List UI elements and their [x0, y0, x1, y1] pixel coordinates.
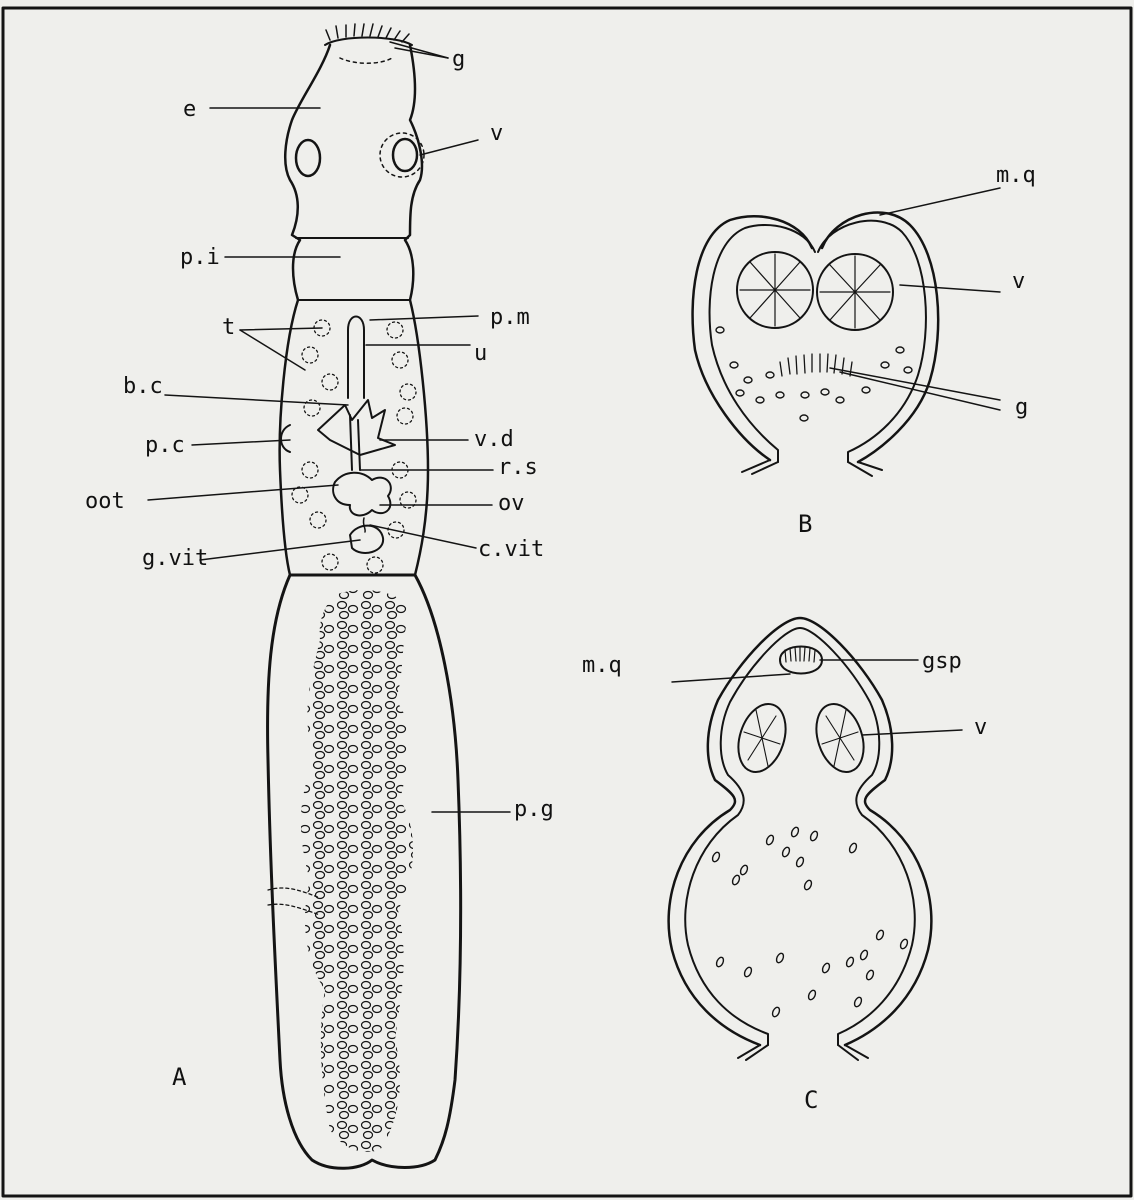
label-gvit: g.vit	[142, 546, 208, 571]
label-cvit: c.vit	[478, 537, 544, 562]
leader-g-2	[395, 48, 448, 58]
figure-a-worm	[268, 24, 461, 1168]
panel-letter-a: A	[172, 1063, 187, 1091]
leader-c-v	[862, 730, 962, 735]
egg-mass	[301, 590, 413, 1152]
leader-b-g-1	[830, 368, 1000, 400]
leader-oot	[148, 485, 338, 500]
figure-c-tips	[738, 1045, 868, 1060]
label-t: t	[222, 315, 235, 340]
figure-c-eggs	[711, 826, 909, 1018]
leader-t-1	[240, 328, 322, 330]
testes-follicles	[292, 320, 416, 573]
label-pc: p.c	[145, 433, 185, 458]
leader-pm	[370, 316, 478, 320]
label-pi: p.i	[180, 245, 220, 270]
figure-b-sucker-striations	[740, 254, 890, 328]
label-u: u	[474, 341, 487, 366]
plate-border	[3, 8, 1131, 1196]
panel-letter-b: B	[798, 510, 812, 538]
label-ov: ov	[498, 491, 525, 516]
figure-c-sucker-striations	[744, 710, 858, 766]
label-pm: p.m	[490, 305, 530, 330]
figure-b-inner-wall	[710, 221, 926, 462]
genital-duct	[350, 415, 360, 470]
leader-t-2	[240, 330, 305, 370]
sucker-right	[393, 139, 417, 171]
figure-b-eggs	[716, 327, 912, 421]
panel-letter-c: C	[804, 1086, 818, 1114]
label-c-mq: m.q	[582, 653, 622, 678]
leader-v	[420, 140, 478, 155]
label-b-mq: m.q	[996, 163, 1036, 188]
label-pg: p.g	[514, 797, 554, 822]
label-b-g: g	[1015, 395, 1028, 420]
label-e: e	[183, 97, 196, 122]
label-rs: r.s	[498, 455, 538, 480]
figure-c-outer-wall	[669, 618, 932, 1045]
figure-b-scolex-section	[693, 213, 939, 476]
figure-b-tips	[742, 460, 882, 476]
label-g: g	[452, 47, 465, 72]
leader-pc	[192, 440, 290, 445]
leader-bc	[165, 395, 348, 405]
label-b-v: v	[1012, 269, 1025, 294]
label-vd: v.d	[474, 427, 514, 452]
vas-deferens	[318, 400, 395, 455]
genital-pore	[281, 425, 290, 452]
ootype	[333, 473, 391, 516]
worm-anterior-outline	[280, 45, 428, 575]
uterus-tube	[348, 317, 364, 399]
sucker-left	[296, 140, 320, 176]
figure-b-outer-wall	[693, 213, 939, 462]
label-oot: oot	[85, 489, 125, 514]
leader-b-v	[900, 285, 1000, 292]
figure-b-labels: m.q v g B	[798, 163, 1036, 538]
figure-c-inner-wall	[685, 628, 915, 1045]
label-c-v: v	[974, 715, 987, 740]
figure-c-scolex-section	[669, 618, 932, 1060]
leader-b-mq	[880, 188, 1000, 215]
figure-c-hooks	[785, 647, 815, 662]
label-bc: b.c	[123, 374, 163, 399]
vitelline-gland	[350, 526, 383, 553]
label-v: v	[490, 121, 503, 146]
hook-base	[340, 58, 392, 63]
label-c-gsp: gsp	[922, 649, 962, 674]
